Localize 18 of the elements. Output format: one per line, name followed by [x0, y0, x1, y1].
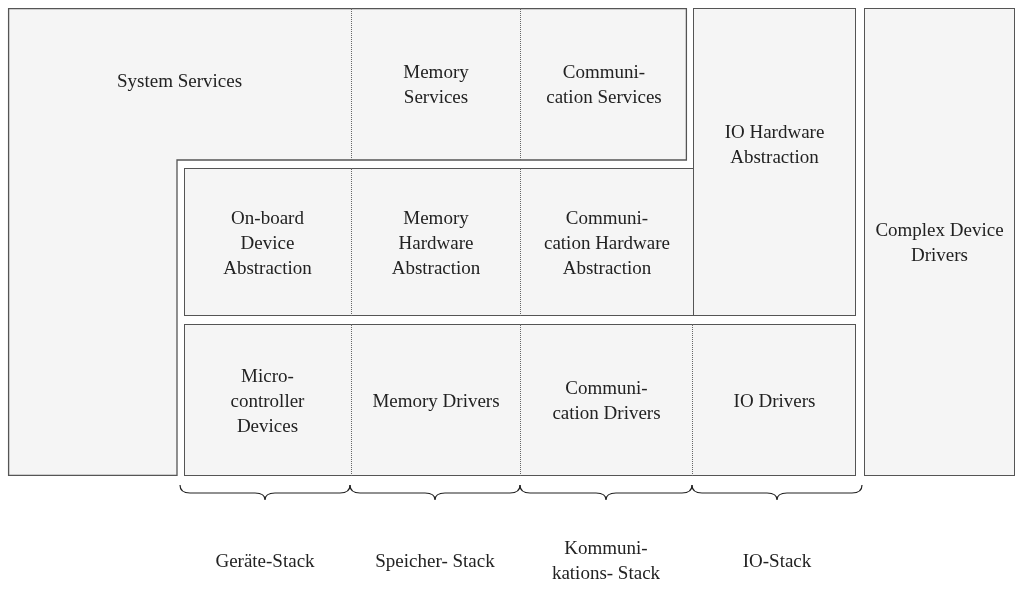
module-label: Memory Services [402, 60, 470, 109]
module-label: Communi- cation Drivers [551, 376, 662, 425]
stack-label: Geräte-Stack [214, 548, 316, 573]
module-box [693, 8, 856, 316]
module-label: On-board Device Abstraction [222, 205, 313, 280]
module-label: Complex Device Drivers [874, 218, 1005, 267]
stack-label: Kommuni- kations- Stack [550, 536, 662, 585]
module-label: IO Hardware Abstraction [723, 120, 826, 169]
stack-label: IO-Stack [741, 548, 813, 573]
module-box [864, 8, 1015, 476]
module-label: Communi- cation Hardware Abstraction [542, 205, 672, 280]
module-label: IO Drivers [732, 388, 817, 413]
stack-label: Speicher- Stack [374, 548, 496, 573]
module-label: Memory Drivers [371, 388, 501, 413]
module-label: Memory Hardware Abstraction [390, 205, 482, 280]
module-label: System Services [115, 69, 244, 93]
module-label: Communi- cation Services [545, 60, 663, 109]
module-label: Micro- controller Devices [229, 363, 306, 438]
